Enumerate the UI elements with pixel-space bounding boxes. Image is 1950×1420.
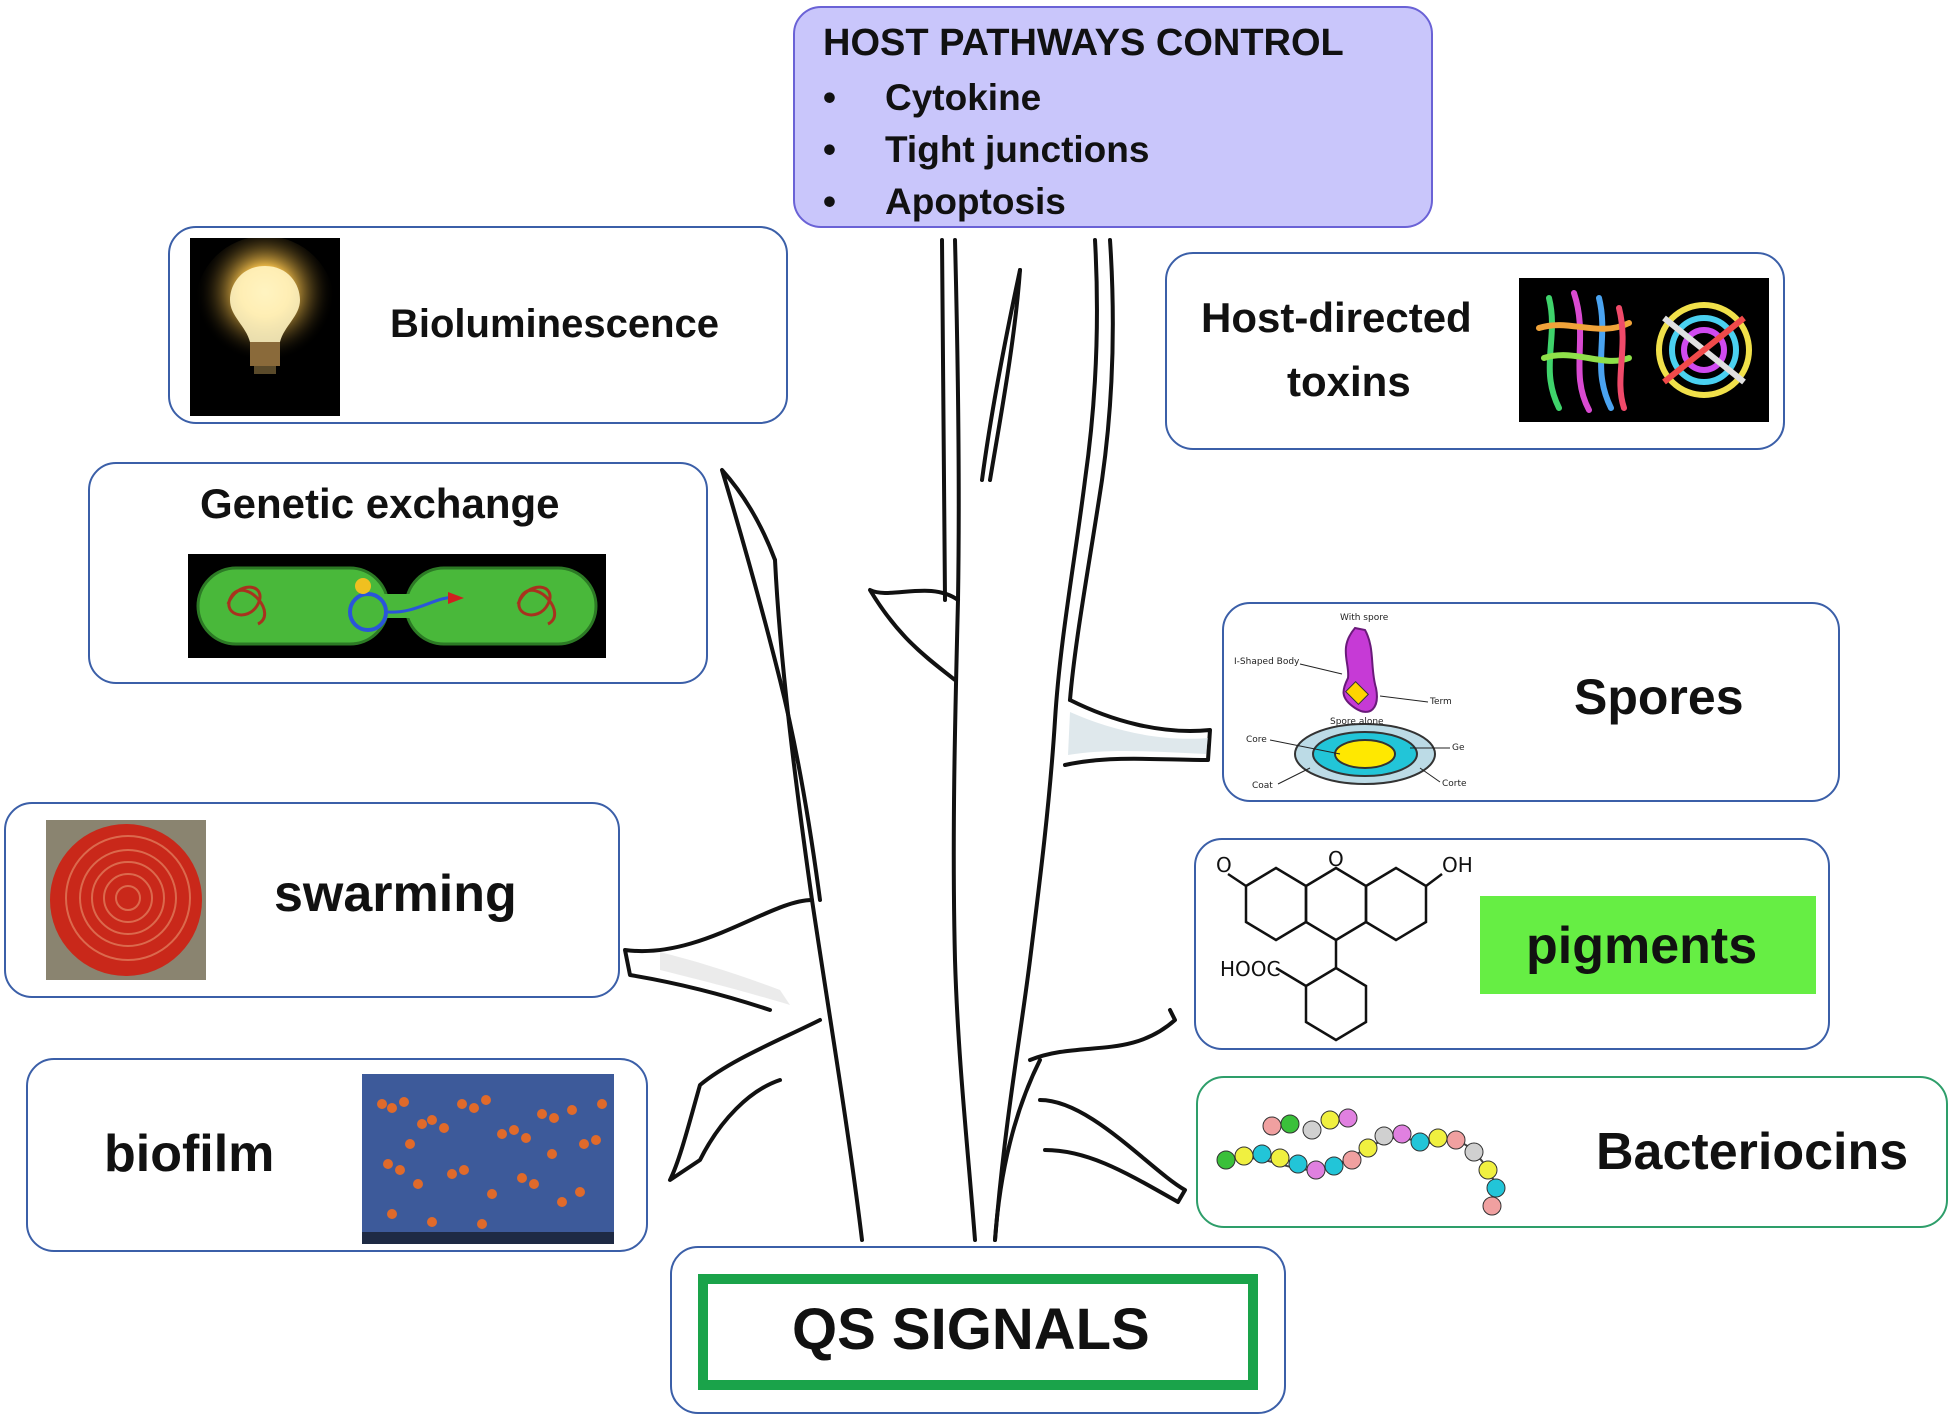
twig-spores-upper: [1063, 698, 1212, 767]
toxin-protein-structure-image: [1519, 278, 1769, 422]
bioluminescence-box: Bioluminescence: [168, 226, 788, 424]
spore-label-core: Core: [1246, 735, 1267, 745]
twig-swarming-lower: [668, 1018, 822, 1182]
twig-swarming-fill: [660, 952, 790, 1005]
swarming-plate-image: [46, 820, 206, 980]
spore-label-alone: Spore alone: [1330, 717, 1384, 727]
biofilm-label: biofilm: [104, 1125, 275, 1183]
spore-label-with: With spore: [1340, 613, 1389, 623]
spore-label-term: Term: [1429, 697, 1452, 707]
spore-label-coat: Coat: [1252, 781, 1273, 791]
twig-bacteriocin-upper: [1028, 1008, 1177, 1062]
pigment-label-o-left: O: [1216, 853, 1232, 877]
pigments-label: pigments: [1526, 917, 1758, 975]
trunk-right-edge: [993, 1058, 1042, 1242]
bacteriocin-peptide-image: [1212, 1090, 1522, 1220]
genetic-exchange-box: Genetic exchange: [88, 462, 708, 684]
stem-center-left-inner: [940, 238, 947, 602]
biofilm-micrograph-image: [362, 1074, 614, 1244]
pigment-label-o-center: O: [1328, 847, 1344, 871]
pigment-label-hooc: HOOC: [1220, 957, 1281, 981]
genetic-exchange-label: Genetic exchange: [200, 480, 560, 527]
swarming-box: swarming: [4, 802, 620, 998]
spore-structure-image: I-Shaped Body Term Spore alone Core Ge C…: [1230, 608, 1478, 798]
pigments-highlight: [1480, 896, 1816, 994]
host-toxins-label-line1: Host-directed: [1201, 294, 1472, 341]
host-toxins-box: Host-directed toxins: [1165, 252, 1785, 450]
twig-bacteriocin-lower: [1038, 1098, 1187, 1204]
qs-signals-label: QS SIGNALS: [792, 1297, 1150, 1362]
pigment-chemical-structure: O O OH HOOC: [1216, 846, 1486, 1046]
host-pathway-item: •Apoptosis: [823, 181, 1066, 222]
stem-center-right: [993, 238, 1099, 1242]
stem-center-right-inner: [1068, 238, 1115, 702]
twig-swarming-upper: [623, 898, 814, 1012]
spores-label: Spores: [1574, 669, 1744, 725]
twig-center-inner: [988, 268, 1022, 482]
biofilm-box: biofilm: [26, 1058, 648, 1252]
spore-label-body: I-Shaped Body: [1234, 657, 1300, 667]
twig-upper-left: [720, 468, 822, 902]
spore-label-cortex: Corte: [1442, 779, 1467, 789]
host-pathways-list: •Cytokine •Tight junctions •Apoptosis: [823, 72, 1149, 228]
host-pathway-item: •Tight junctions: [823, 129, 1150, 170]
host-pathways-box: HOST PATHWAYS CONTROL •Cytokine •Tight j…: [793, 6, 1433, 228]
spore-label-ge: Ge: [1452, 743, 1465, 753]
twig-spores-fill: [1068, 712, 1208, 755]
spores-box: I-Shaped Body Term Spore alone Core Ge C…: [1222, 602, 1840, 802]
conjugation-image: [188, 554, 606, 658]
bacteriocins-box: Bacteriocins: [1196, 1076, 1948, 1228]
pigments-box: O O OH HOOC pigments: [1194, 838, 1830, 1050]
stem-center-left: [951, 238, 977, 1242]
qs-signals-box: QS SIGNALS: [670, 1246, 1286, 1414]
qs-signals-frame: [698, 1274, 1258, 1390]
host-toxins-label-line2: toxins: [1287, 358, 1411, 405]
lightbulb-icon: [190, 238, 340, 416]
pigment-label-oh: OH: [1442, 853, 1473, 877]
swarming-label: swarming: [274, 865, 517, 923]
bioluminescence-label: Bioluminescence: [390, 302, 720, 346]
twig-center-inner-2: [980, 268, 1022, 482]
host-pathways-title: HOST PATHWAYS CONTROL: [823, 22, 1344, 64]
host-pathway-item: •Cytokine: [823, 77, 1042, 118]
bacteriocins-label: Bacteriocins: [1596, 1123, 1909, 1181]
twig-center-small: [868, 588, 960, 682]
